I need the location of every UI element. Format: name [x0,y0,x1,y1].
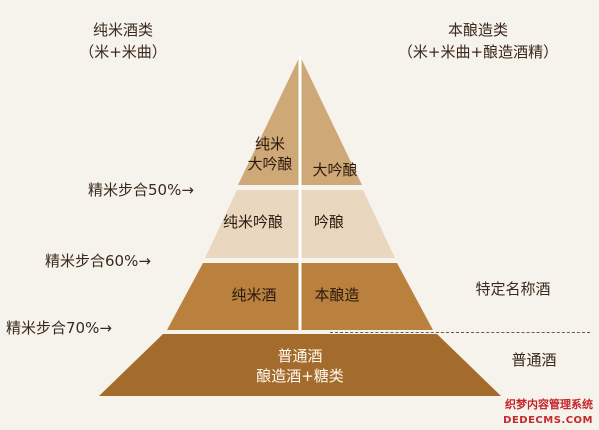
tier-top-right: 大吟酿 [312,161,358,179]
watermark-en: DEDECMS.COM [503,415,593,426]
left-header-title: 纯米酒类 [92,21,154,39]
side-label-regular: 普通酒 [511,351,557,369]
polish-label-60: 精米步合60%→ [45,252,151,270]
tier-mid-right: 吟酿 [313,213,344,231]
right-header-title: 本酿造类 [447,21,509,39]
tier-base: 普通酒 酿造酒+糖类 [220,346,380,386]
right-header-sub: （米+米曲+酿造酒精） [397,43,559,61]
tier-base-line1: 普通酒 [277,347,323,365]
polish-label-70: 精米步合70%→ [6,319,112,337]
side-label-special: 特定名称酒 [475,280,551,298]
left-header-sub: （米+米曲） [79,43,167,61]
tier-mid-left: 纯米吟酿 [222,213,283,231]
watermark-cn: 织梦内容管理系统 [505,398,593,411]
dashed-divider [330,332,590,333]
tier-low-right: 本酿造 [314,286,360,304]
polish-label-50: 精米步合50%→ [88,181,194,199]
pyramid-tier-base [99,334,501,396]
tier-top-left-line1: 纯米 [254,135,285,153]
tier-top-left: 纯米 大吟酿 [245,134,295,174]
tier-top-left-line2: 大吟酿 [247,155,293,173]
tier-low-left: 纯米酒 [231,286,277,304]
tier-base-line2: 酿造酒+糖类 [256,367,344,385]
